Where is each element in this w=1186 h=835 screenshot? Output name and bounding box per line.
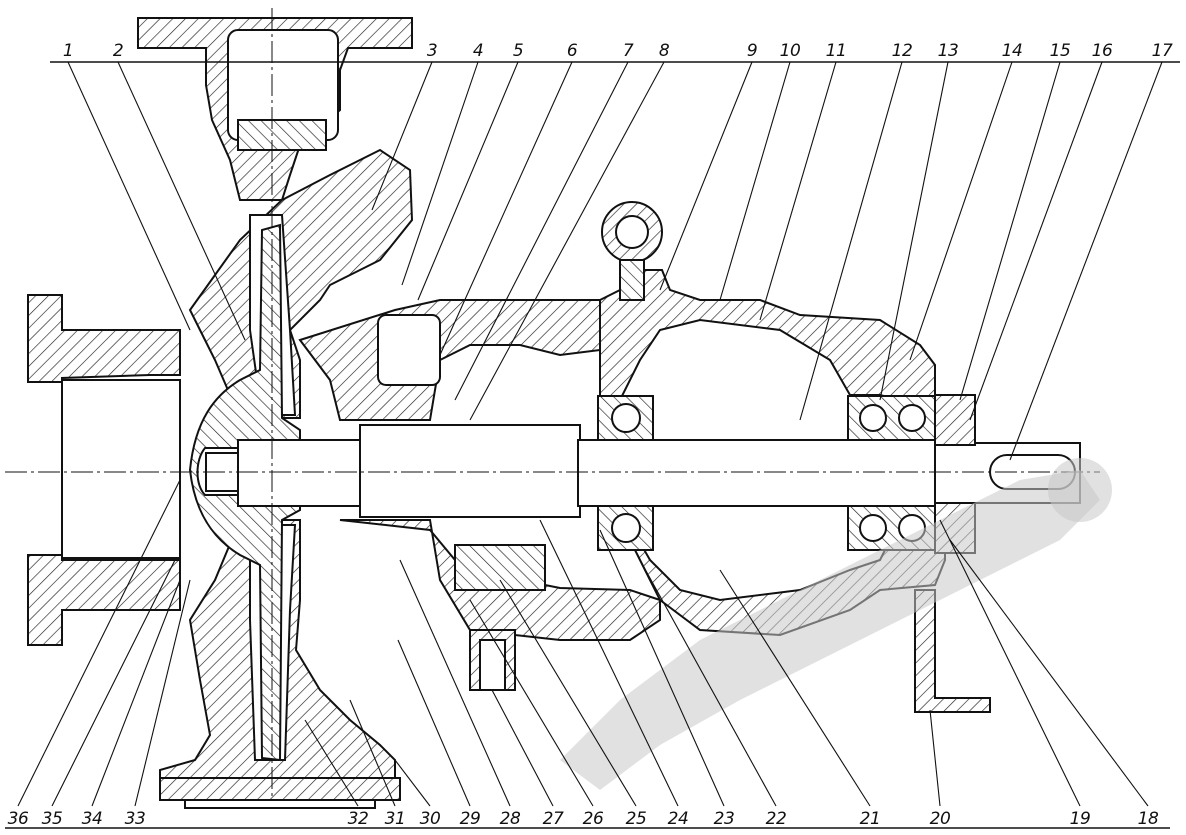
- bottom-leader-23: [599, 529, 725, 807]
- top-label-2: 2: [113, 41, 123, 61]
- bottom-label-27: 27: [543, 809, 564, 829]
- bottom-leader-24: [539, 519, 679, 807]
- top-label-8: 8: [659, 41, 670, 61]
- bottom-label-36: 36: [8, 809, 29, 829]
- top-label-1: 1: [63, 41, 73, 61]
- bearing-housing: [469, 201, 946, 691]
- top-label-6: 6: [567, 41, 578, 61]
- top-label-4: 4: [473, 41, 483, 61]
- bottom-label-30: 30: [420, 809, 441, 829]
- bottom-part-labels: 36 35 34 33 32 31 30 29 28 27 26 25 24 23 22 21 20 19 18: [8, 479, 1159, 829]
- support-foot: [914, 589, 991, 713]
- top-leader-5: [417, 61, 519, 301]
- top-leader-11: [759, 61, 837, 321]
- top-label-10: 10: [780, 41, 801, 61]
- bottom-leader-19: [939, 519, 1081, 807]
- top-leader-2: [117, 61, 246, 341]
- top-leader-8: [469, 61, 665, 421]
- bottom-label-31: 31: [385, 809, 406, 829]
- bottom-leader-34: [91, 579, 181, 807]
- bottom-leader-33: [134, 579, 191, 807]
- top-leader-15: [959, 61, 1061, 401]
- shaft: [237, 424, 1081, 518]
- bottom-label-22: 22: [766, 809, 787, 829]
- bottom-leader-20: [929, 709, 941, 807]
- top-label-16: 16: [1092, 41, 1113, 61]
- top-label-3: 3: [427, 41, 437, 61]
- bottom-label-23: 23: [714, 809, 735, 829]
- bottom-leader-26: [469, 599, 594, 807]
- top-leader-3: [371, 61, 433, 211]
- top-label-12: 12: [892, 41, 913, 61]
- top-label-5: 5: [513, 41, 523, 61]
- bottom-label-24: 24: [668, 809, 689, 829]
- top-leader-10: [719, 61, 791, 301]
- top-label-13: 13: [938, 41, 959, 61]
- bottom-leader-36: [17, 479, 181, 807]
- bottom-leader-32: [304, 719, 359, 807]
- bottom-leader-21: [719, 569, 871, 807]
- bottom-label-19: 19: [1070, 809, 1091, 829]
- bottom-label-25: 25: [626, 809, 647, 829]
- top-label-7: 7: [623, 41, 634, 61]
- bottom-leader-25: [499, 579, 637, 807]
- top-leader-1: [67, 61, 191, 331]
- bottom-label-26: 26: [583, 809, 604, 829]
- top-label-14: 14: [1002, 41, 1023, 61]
- top-leader-4: [401, 61, 479, 286]
- top-leader-16: [969, 61, 1103, 421]
- bottom-label-28: 28: [500, 809, 521, 829]
- top-label-15: 15: [1050, 41, 1071, 61]
- bottom-label-33: 33: [125, 809, 146, 829]
- center-lines: [5, 8, 1100, 800]
- bottom-label-18: 18: [1138, 809, 1159, 829]
- bottom-leader-18: [949, 539, 1149, 807]
- top-leader-7: [454, 61, 629, 401]
- bottom-leader-30: [394, 759, 431, 807]
- top-leader-14: [909, 61, 1013, 361]
- bottom-leader-31: [349, 699, 396, 807]
- bottom-label-20: 20: [930, 809, 951, 829]
- bottom-label-34: 34: [82, 809, 103, 829]
- bottom-leader-27: [491, 689, 554, 807]
- bottom-leader-35: [51, 559, 176, 807]
- top-leader-12: [799, 61, 903, 421]
- bottom-label-35: 35: [42, 809, 63, 829]
- bottom-leader-22: [639, 559, 777, 807]
- bottom-label-21: 21: [860, 809, 881, 829]
- top-leader-9: [659, 61, 753, 291]
- top-label-11: 11: [826, 41, 847, 61]
- bottom-label-29: 29: [460, 809, 481, 829]
- bottom-leader-29: [397, 639, 471, 807]
- bottom-label-32: 32: [348, 809, 369, 829]
- brand-watermark-logo: [560, 458, 1112, 790]
- bottom-leader-28: [399, 559, 511, 807]
- top-label-17: 17: [1152, 41, 1173, 61]
- top-leader-6: [439, 61, 573, 356]
- top-leader-17: [1009, 61, 1163, 461]
- top-leader-13: [879, 61, 949, 401]
- top-label-9: 9: [747, 41, 757, 61]
